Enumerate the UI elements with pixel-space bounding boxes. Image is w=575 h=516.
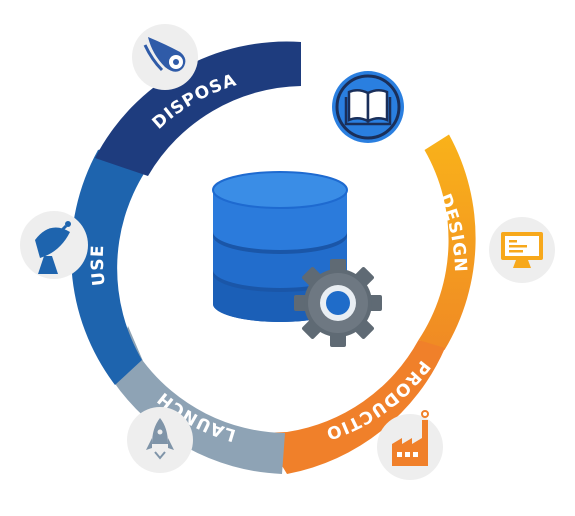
segment-use xyxy=(71,142,145,385)
monitor-icon xyxy=(489,217,555,283)
svg-text:USE: USE xyxy=(88,244,110,287)
book-icon xyxy=(332,71,404,143)
satellite-dish-icon xyxy=(20,211,88,279)
segment-design xyxy=(418,134,476,350)
lifecycle-ring xyxy=(71,41,476,474)
factory-icon xyxy=(377,410,443,480)
segment-disposal xyxy=(95,41,301,176)
segment-production xyxy=(262,340,445,474)
segment-launch xyxy=(113,326,285,474)
gear-icon xyxy=(294,259,382,347)
rocket-icon xyxy=(127,407,193,473)
reentry-debris-icon xyxy=(132,24,198,90)
stage-label-use: USE xyxy=(88,244,109,287)
database-gear-icon xyxy=(212,171,382,347)
